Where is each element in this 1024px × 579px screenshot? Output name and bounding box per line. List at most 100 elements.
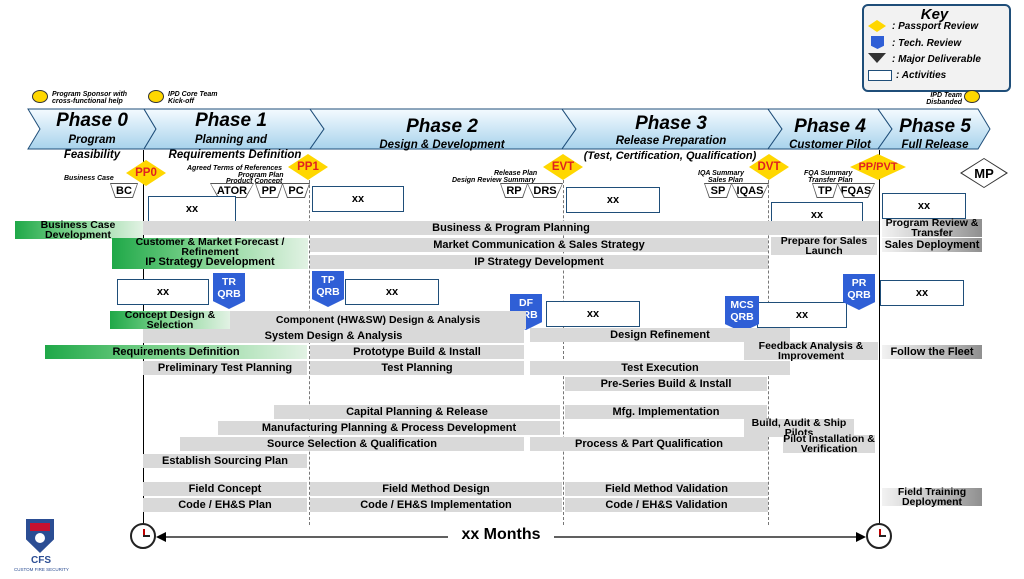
sales-plan-label: Sales Plan <box>708 177 744 184</box>
phase-1-sub2: Requirements Definition <box>168 149 302 161</box>
activity-ip-strategy-dev-2: IP Strategy Development <box>310 255 768 269</box>
activity-build-audit: Build, Audit & Ship Pilots <box>744 418 854 438</box>
release-plan-label: Release Plan <box>494 170 538 177</box>
key-activities: : Activities <box>896 70 947 81</box>
passport-review-pp0[interactable]: PP0 <box>126 160 166 186</box>
phase-3-title: Phase 3 <box>635 113 707 134</box>
activity-test-execution: Test Execution <box>530 361 790 375</box>
deliverable-iqas[interactable]: IQAS <box>731 183 769 198</box>
phase-5-title: Phase 5 <box>899 116 971 137</box>
activity-business-program-planning: Business & Program Planning <box>143 221 879 235</box>
key-tech-review: : Tech. Review <box>892 38 962 49</box>
activity-test-planning: Test Planning <box>310 361 524 375</box>
phase-0-title: Phase 0 <box>56 110 128 131</box>
activity-pilot-installation: Pilot Installation & Verification <box>783 433 875 455</box>
deliverable-tp[interactable]: TP <box>812 183 838 198</box>
iqa-summary-label: IQA Summary <box>698 170 745 177</box>
activity-market-comm-sales: Market Communication & Sales Strategy <box>310 238 768 252</box>
phase-3-sub1: Release Preparation <box>615 135 727 147</box>
activity-prepare-sales-launch: Prepare for Sales Launch <box>771 236 877 256</box>
phase-0-sub2: Feasibility <box>63 149 121 161</box>
activity-design-refinement: Design Refinement <box>530 328 790 342</box>
activity-pre-series-build: Pre-Series Build & Install <box>565 377 767 391</box>
eye-icon <box>148 90 164 103</box>
placeholder-box: xx <box>882 193 966 219</box>
activity-mfg-implementation: Mfg. Implementation <box>565 405 767 419</box>
major-deliverable-icon <box>868 53 886 63</box>
placeholder-box: xx <box>148 196 236 222</box>
business-case-label: Business Case <box>64 175 114 182</box>
phase-0-sub1: Program <box>68 134 116 146</box>
placeholder-box: xx <box>345 279 439 305</box>
phase-2-title: Phase 2 <box>406 116 478 137</box>
activity-preliminary-test-planning: Preliminary Test Planning <box>143 361 307 375</box>
fqa-summary-label: FQA Summary <box>804 170 853 177</box>
ipd-team-disbanded-label: IPD Team Disbanded <box>926 92 962 106</box>
activity-system-design: System Design & Analysis <box>143 329 524 343</box>
phase-4-title: Phase 4 <box>794 116 866 137</box>
key-major-deliverable: : Major Deliverable <box>892 54 981 65</box>
activity-component-design: Component (HW&SW) Design & Analysis <box>230 311 526 329</box>
gate-line-end <box>879 150 880 528</box>
activity-icon <box>868 70 892 81</box>
activity-establish-sourcing: Establish Sourcing Plan <box>143 454 307 468</box>
activity-code-ehs-valid: Code / EH&S Validation <box>565 498 768 512</box>
phase-3-sub2: (Test, Certification, Qualification) <box>583 150 757 162</box>
eye-icon <box>964 90 980 103</box>
activity-field-method-validation: Field Method Validation <box>565 482 768 496</box>
eye-icon <box>32 90 48 103</box>
phase-5-sub1: Full Release <box>901 139 969 151</box>
logo-tagline: CUSTOM FIRE SECURITY <box>14 567 69 572</box>
key-title: Key <box>920 6 949 23</box>
deliverable-pp[interactable]: PP <box>255 183 283 198</box>
activity-business-case-dev <box>15 221 143 239</box>
activity-mfg-planning: Manufacturing Planning & Process Develop… <box>218 421 560 435</box>
product-concept-label: Product Concept <box>226 178 283 185</box>
deliverable-drs[interactable]: DRS <box>527 183 563 198</box>
activity-field-concept: Field Concept <box>143 482 307 496</box>
placeholder-box: xx <box>312 186 404 212</box>
phase-1-title: Phase 1 <box>195 110 267 131</box>
activity-feedback-analysis: Feedback Analysis & Improvement <box>744 341 878 361</box>
program-sponsor-label: Program Sponsor with cross-functional he… <box>52 91 128 105</box>
tech-review-icon <box>871 36 884 49</box>
deliverable-fqas[interactable]: FQAS <box>837 183 875 198</box>
cfs-shield-logo <box>26 519 54 553</box>
deliverable-mp[interactable]: MP <box>960 158 1008 188</box>
agreed-terms-label: Agreed Terms of References <box>187 165 283 172</box>
passport-review-pp-pvt[interactable]: PP/PVT <box>850 154 906 180</box>
start-clock-icon <box>130 523 156 549</box>
logo-name: CFS <box>31 555 51 566</box>
activity-requirements-definition: Requirements Definition <box>45 345 307 359</box>
deliverable-pc[interactable]: PC <box>282 183 310 198</box>
activity-program-review-transfer: Program Review & Transfer <box>882 218 982 238</box>
placeholder-box: xx <box>757 302 847 328</box>
end-clock-icon <box>866 523 892 549</box>
gate-line-evt <box>563 175 564 525</box>
deliverable-bc[interactable]: BC <box>110 183 138 198</box>
activity-field-method-design: Field Method Design <box>310 482 562 496</box>
activity-code-ehs-impl: Code / EH&S Implementation <box>310 498 562 512</box>
activity-sales-deployment: Sales Deployment <box>882 238 982 252</box>
activity-field-training: Field Training Deployment <box>882 487 982 507</box>
key-passport-review: : Passport Review <box>892 21 979 32</box>
program-plan-label: Program Plan <box>238 172 284 179</box>
timeline-label: xx Months <box>448 526 554 544</box>
gate-line-pp1 <box>309 175 310 525</box>
activity-label: Business Case Development <box>40 219 116 241</box>
placeholder-box: xx <box>566 187 660 213</box>
activity-process-part-qual: Process & Part Qualification <box>530 437 768 451</box>
activity-source-selection: Source Selection & Qualification <box>180 437 524 451</box>
deliverable-ator[interactable]: ATOR <box>210 183 254 198</box>
review-summary-label: Design Review Summary <box>452 177 536 184</box>
placeholder-box: xx <box>880 280 964 306</box>
deliverable-sp[interactable]: SP <box>704 183 732 198</box>
placeholder-box: xx <box>117 279 209 305</box>
phase-1-sub1: Planning and <box>194 134 268 146</box>
activity-concept-design: Concept Design & Selection <box>110 310 230 330</box>
deliverable-rp[interactable]: RP <box>500 183 528 198</box>
